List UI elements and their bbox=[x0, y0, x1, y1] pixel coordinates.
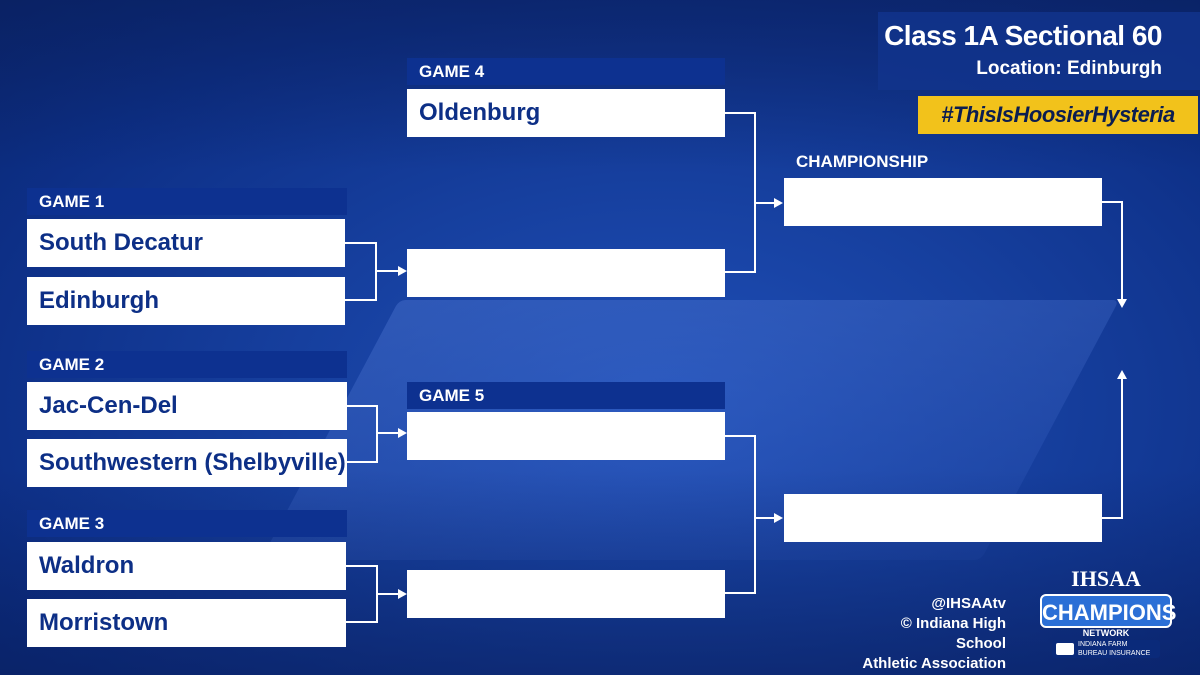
game4-team-b bbox=[407, 249, 725, 297]
game2-label: GAME 2 bbox=[27, 351, 347, 378]
credits-line2: Athletic Association bbox=[862, 655, 1006, 672]
game1-team-b: Edinburgh bbox=[27, 277, 345, 325]
game2-team-a: Jac-Cen-Del bbox=[27, 382, 347, 430]
game3-label: GAME 3 bbox=[27, 510, 347, 537]
credits-line1: © Indiana High School bbox=[900, 615, 1006, 652]
game5-label: GAME 5 bbox=[407, 382, 725, 409]
connector-final-bottom bbox=[1102, 378, 1123, 519]
logo-org: IHSAA bbox=[1071, 566, 1141, 591]
connector-game5 bbox=[725, 435, 774, 594]
arrow-game4-bottom bbox=[398, 266, 407, 276]
credits-handle: @IHSAAtv bbox=[931, 595, 1006, 612]
logo-sponsor-line1: INDIANA FARM bbox=[1078, 641, 1128, 648]
connector-game4 bbox=[725, 112, 774, 273]
bracket-location: Location: Edinburgh bbox=[976, 58, 1162, 79]
arrow-final-down bbox=[1117, 299, 1127, 308]
ihsaa-champions-network-logo: IHSAA CHAMPIONS NETWORK INDIANA FARM BUR… bbox=[1038, 566, 1176, 662]
connector-game1 bbox=[345, 242, 398, 301]
credits: @IHSAAtv © Indiana High School Athletic … bbox=[860, 594, 1006, 674]
game5-team-b bbox=[407, 570, 725, 618]
hashtag-prefix: #ThisIs bbox=[941, 102, 1014, 127]
game1-label: GAME 1 bbox=[27, 188, 347, 215]
championship-team-b bbox=[784, 494, 1102, 542]
game1-team-a: South Decatur bbox=[27, 219, 345, 267]
arrow-final-up bbox=[1117, 370, 1127, 379]
game4-label: GAME 4 bbox=[407, 58, 725, 85]
arrow-championship-top bbox=[774, 198, 783, 208]
logo-sponsor: INDIANA FARM BUREAU INSURANCE bbox=[1052, 640, 1160, 658]
logo-network: NETWORK bbox=[1082, 628, 1130, 638]
championship-team-a bbox=[784, 178, 1102, 226]
hashtag-banner: #ThisIsHoosierHysteria bbox=[918, 96, 1198, 134]
bracket-title: Class 1A Sectional 60 bbox=[884, 20, 1162, 51]
arrow-championship-bottom bbox=[774, 513, 783, 523]
game2-team-b: Southwestern (Shelbyville) bbox=[27, 439, 347, 487]
arrow-game5-bottom bbox=[398, 589, 407, 599]
game5-team-a bbox=[407, 412, 725, 460]
game3-team-a: Waldron bbox=[27, 542, 346, 590]
connector-game2 bbox=[347, 405, 398, 463]
arrow-game5-top bbox=[398, 428, 407, 438]
game3-team-b: Morristown bbox=[27, 599, 346, 647]
hashtag-bold: HoosierHysteria bbox=[1013, 102, 1176, 127]
logo-sponsor-line2: BUREAU INSURANCE bbox=[1078, 650, 1151, 657]
farm-bureau-icon bbox=[1056, 643, 1074, 655]
connector-final-top bbox=[1102, 201, 1123, 300]
header-panel bbox=[878, 12, 1200, 90]
game4-team-a: Oldenburg bbox=[407, 89, 725, 137]
championship-label: CHAMPIONSHIP bbox=[796, 152, 929, 171]
logo-champions: CHAMPIONS bbox=[1040, 594, 1176, 628]
connector-game3 bbox=[346, 565, 398, 623]
